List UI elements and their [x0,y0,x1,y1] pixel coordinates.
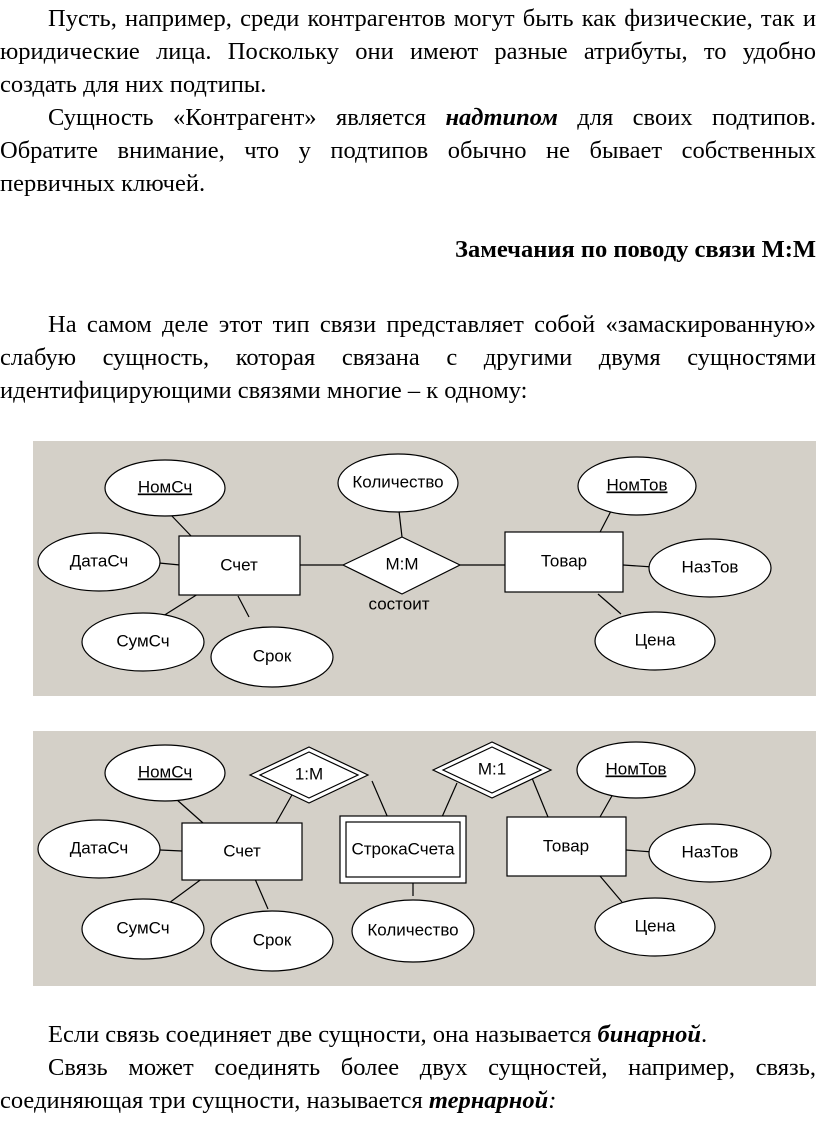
relationship-name: состоит [369,594,430,613]
svg-text:Счет: Счет [220,555,258,574]
emphasis-ternary: тернарной [428,1087,549,1114]
intro-text: Пусть, например, среди контрагентов могу… [0,2,816,200]
svg-text:Срок: Срок [253,930,292,949]
text-run: Сущность «Контрагент» является [48,104,446,131]
svg-text:ДатаСч: ДатаСч [70,838,129,857]
attr-nomtov: НомТов [576,741,696,799]
attr-nomtov: НомТов [577,456,697,516]
svg-text:Срок: Срок [253,646,292,665]
svg-text:НомТов: НомТов [607,475,668,494]
er-diagram-mm: НомСч ДатаСч СумСч Срок Количество НомТо… [33,441,816,696]
svg-text:НазТов: НазТов [682,842,739,861]
text-run: Если связь соединяет две сущности, она н… [48,1021,598,1048]
attr-datasch: ДатаСч [37,819,161,879]
text-run: Связь может соединять более двух сущност… [0,1054,816,1114]
svg-text:Количество: Количество [367,920,458,939]
mm-paragraph-block: На самом деле этот тип связи представляе… [0,308,816,407]
relationship-m1: M:1 [431,741,553,799]
svg-text:НомСч: НомСч [138,477,192,496]
entity-schet: Счет [181,822,303,881]
svg-text:Количество: Количество [352,472,443,491]
relationship-mm: M:M [341,536,462,595]
attr-cena: Цена [594,897,716,957]
attr-datasch: ДатаСч [37,532,161,592]
attr-naztov: НазТов [648,538,772,598]
intro-paragraph-1: Пусть, например, среди контрагентов могу… [0,5,816,98]
outro-text: Если связь соединяет две сущности, она н… [0,1018,816,1117]
text-run: : [548,1087,557,1114]
attr-kolichestvo: Количество [337,453,459,513]
intro-paragraph-2: Сущность «Контрагент» является надтипом … [0,101,816,200]
svg-text:M:M: M:M [385,554,418,573]
svg-text:СтрокаСчета: СтрокаСчета [351,839,455,858]
attr-nomsch: НомСч [104,459,226,517]
svg-text:Цена: Цена [635,630,676,649]
attr-naztov: НазТов [648,823,772,883]
svg-text:НомТов: НомТов [606,759,667,778]
er-diagram-weak-entity: НомСч ДатаСч СумСч Срок Количество НомТо… [33,731,816,986]
text-run: . [700,1021,708,1048]
svg-text:Цена: Цена [635,916,676,935]
attr-kolichestvo: Количество [351,899,475,963]
mm-paragraph: На самом деле этот тип связи представляе… [0,311,816,404]
svg-text:СумСч: СумСч [116,631,169,650]
svg-text:Товар: Товар [543,836,589,855]
attr-cena: Цена [594,611,716,671]
attr-sumsch: СумСч [81,898,205,960]
svg-text:ДатаСч: ДатаСч [70,551,129,570]
svg-text:1:M: 1:M [295,764,323,783]
entity-schet: Счет [178,535,301,596]
text-run: для своих подтипов. Обратите внимание, ч… [0,104,816,197]
relationship-1m: 1:M [248,746,370,804]
attr-nomsch: НомСч [104,744,226,802]
emphasis-supertype: надтипом [445,104,558,131]
section-heading: Замечания по поводу связи M:M [455,236,816,263]
svg-text:M:1: M:1 [478,759,506,778]
weak-entity-strokascheta: СтрокаСчета [339,815,467,884]
svg-text:Товар: Товар [541,551,587,570]
svg-text:СумСч: СумСч [116,918,169,937]
svg-text:НомСч: НомСч [138,762,192,781]
emphasis-binary: бинарной [597,1021,701,1048]
svg-text:Счет: Счет [223,841,261,860]
attr-sumsch: СумСч [81,612,205,672]
attr-srok: Срок [210,910,334,972]
outro-paragraph-2: Связь может соединять более двух сущност… [0,1051,816,1117]
entity-tovar: Товар [504,531,624,593]
entity-tovar: Товар [506,816,627,877]
attr-srok: Срок [210,626,334,688]
svg-text:НазТов: НазТов [682,557,739,576]
outro-paragraph-1: Если связь соединяет две сущности, она н… [0,1018,816,1051]
